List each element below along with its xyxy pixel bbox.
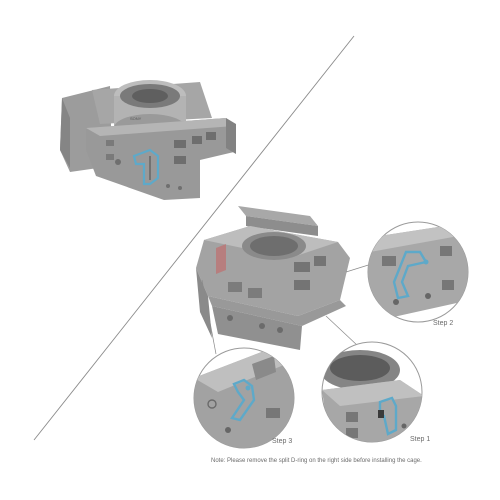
detail-step-1	[321, 341, 423, 443]
detail-step-2	[367, 221, 469, 323]
diagonal-divider	[33, 35, 355, 441]
cage-rear-view	[196, 206, 350, 350]
step-3-label: Step 3	[272, 438, 293, 445]
step-1-label: Step 1	[410, 436, 431, 443]
step-2-label: Step 2	[433, 320, 454, 327]
svg-text:SONY: SONY	[130, 116, 142, 121]
detail-step-3	[193, 347, 295, 449]
camera-with-cage: SONY	[60, 80, 236, 200]
installation-note: Note: Please remove the split D-ring on …	[211, 458, 422, 464]
